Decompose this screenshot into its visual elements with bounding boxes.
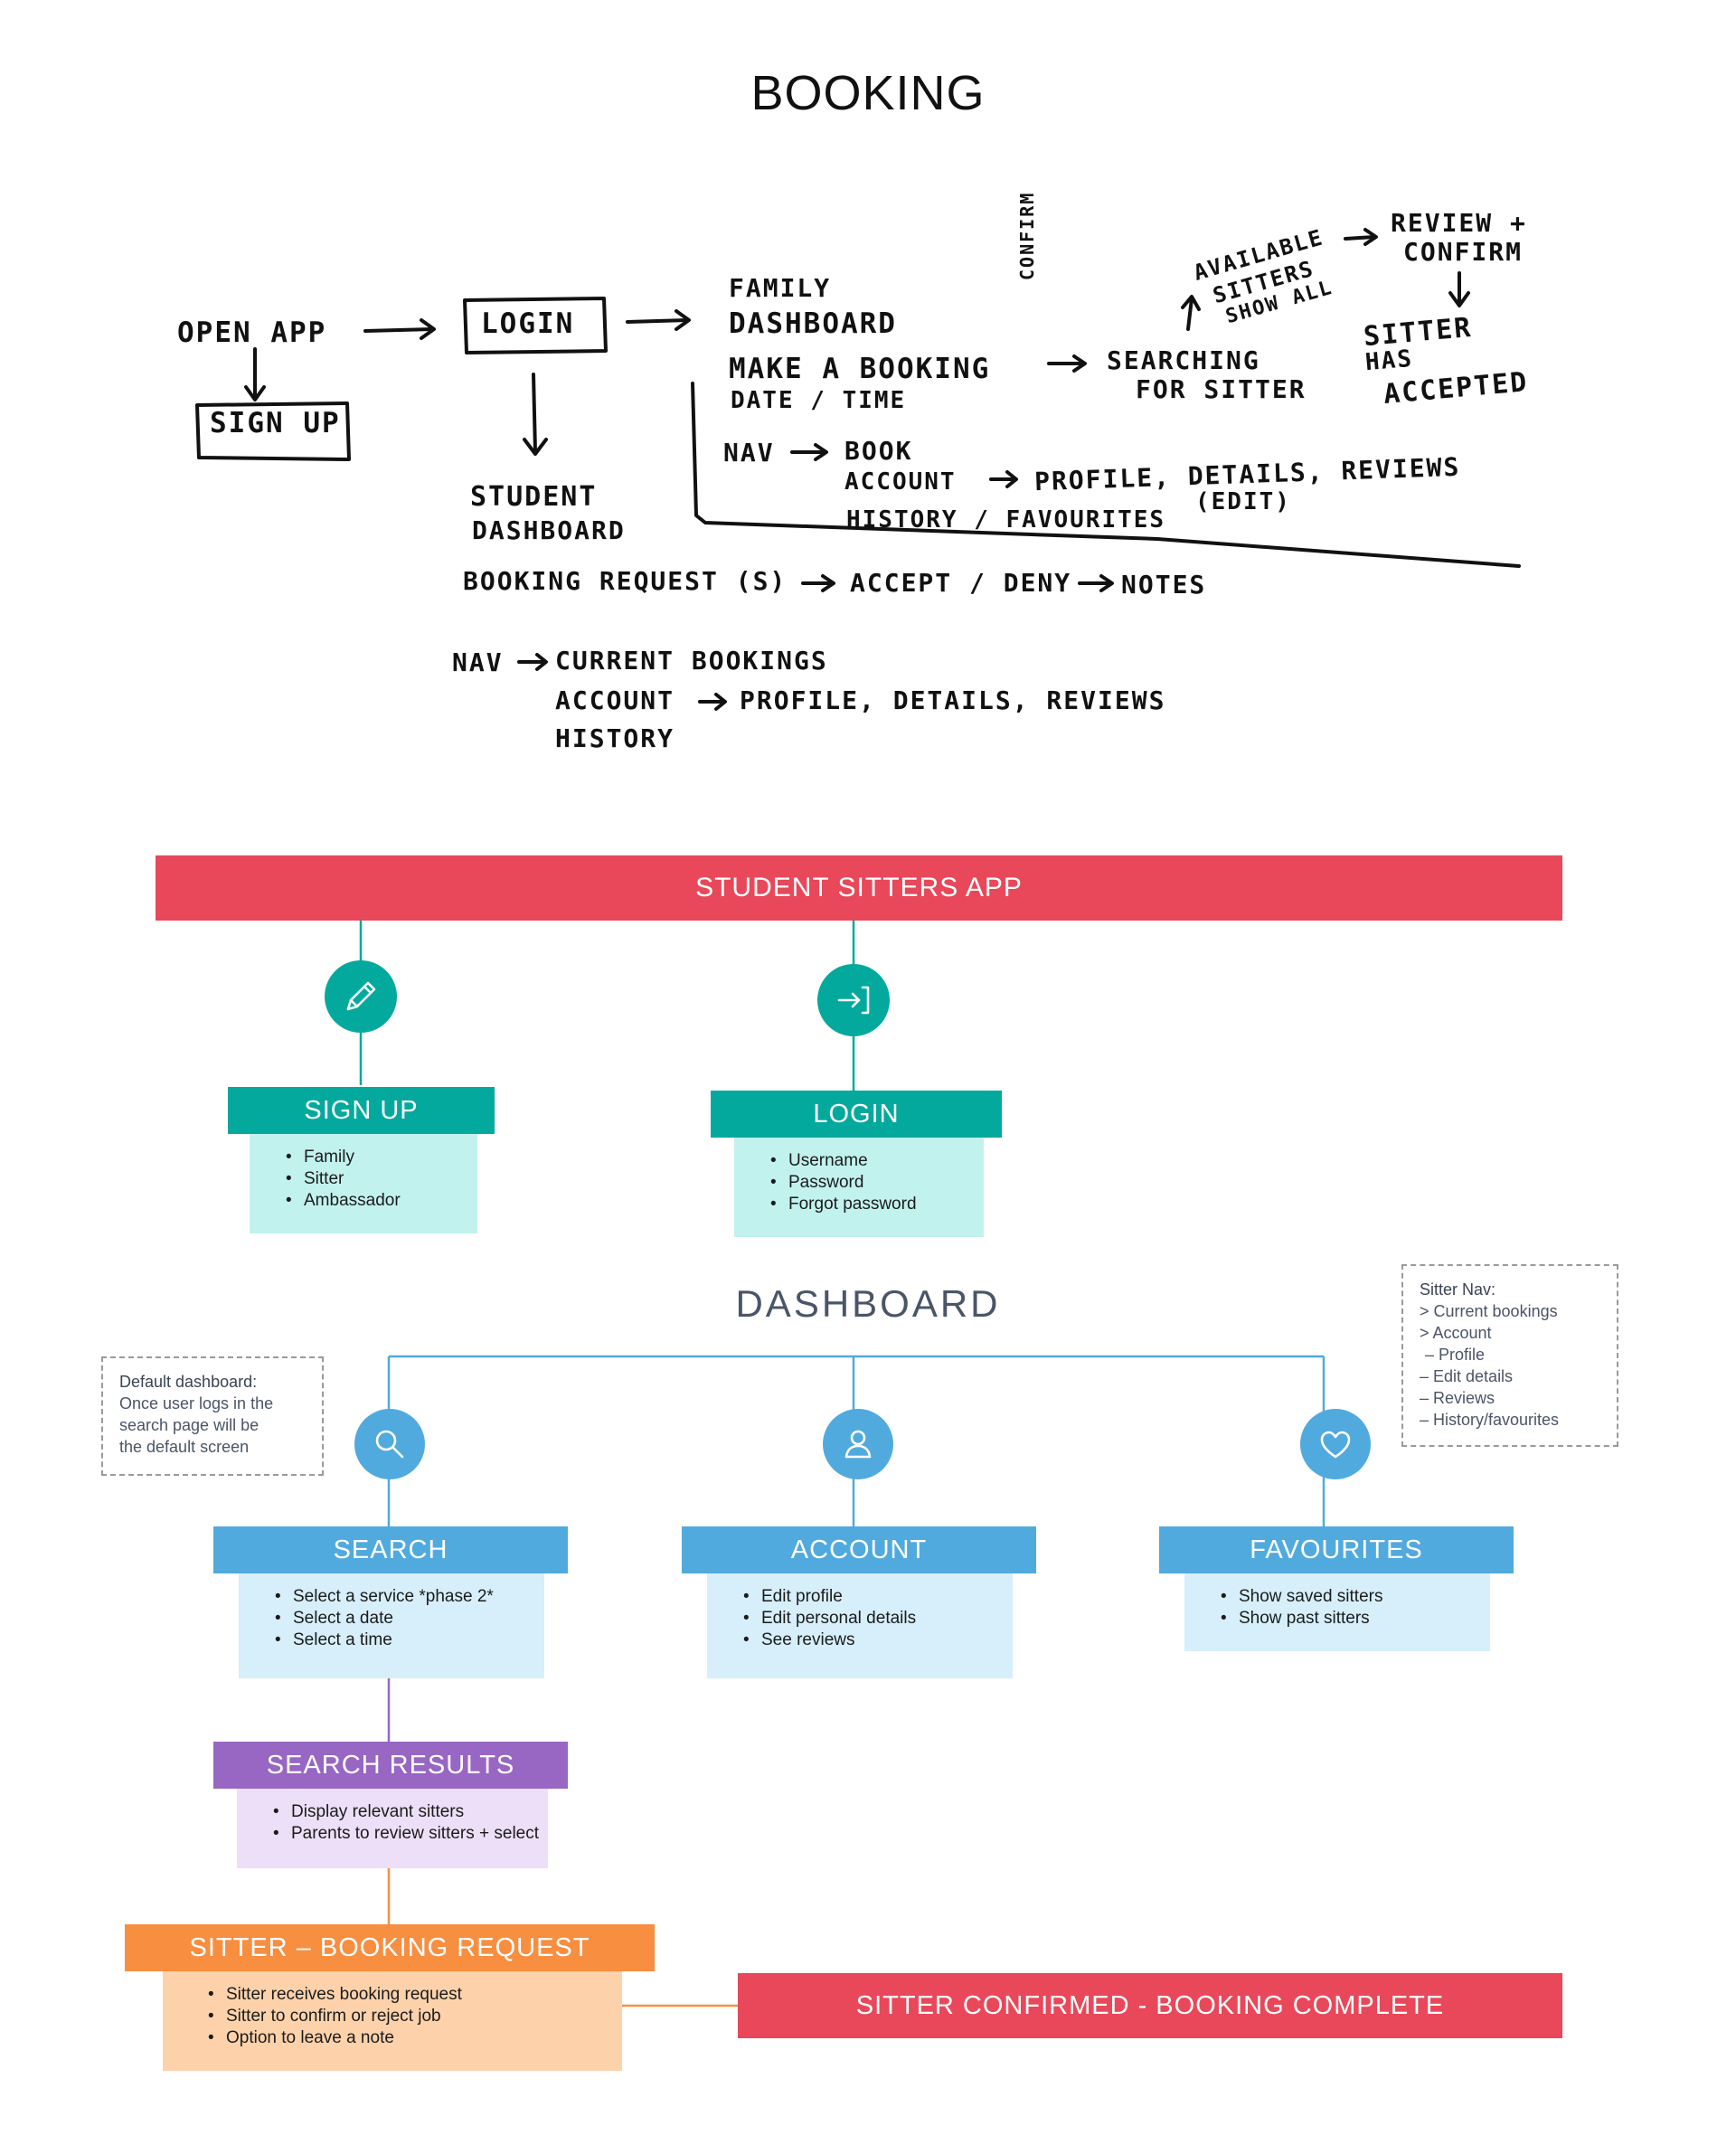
favourites-title: FAVOURITES [1159,1526,1514,1573]
sketch-family-nav: NAV [723,438,775,468]
sketch-login: LOGIN [481,307,575,340]
sketch-accept-deny: ACCEPT / DENY [850,568,1072,598]
note-line: – Edit details [1420,1367,1514,1385]
search-title: SEARCH [213,1526,568,1573]
list-item: Password [770,1172,984,1194]
list-item: Show saved sitters [1221,1586,1490,1608]
page-title: BOOKING [750,66,986,120]
sketch-family-book: BOOK [844,436,913,466]
list-item: Ambassador [286,1190,477,1212]
account-panel: Edit profile Edit personal details See r… [707,1573,1013,1678]
list-item: Edit personal details [743,1608,1013,1630]
sketch-family-dashboard-2: DASHBOARD [729,307,897,340]
sketch-date-time: DATE / TIME [731,387,907,414]
sketch-student-profile: PROFILE, DETAILS, REVIEWS [740,685,1166,715]
sketch-student-nav: NAV [452,647,504,677]
search-results-panel: Display relevant sitters Parents to revi… [237,1789,548,1868]
sketch-student-account: ACCOUNT [555,685,675,715]
list-item: Option to leave a note [208,2027,622,2049]
list-item: Sitter [286,1168,477,1190]
list-item: Username [770,1150,984,1172]
search-results-title: SEARCH RESULTS [213,1742,568,1789]
favourites-panel: Show saved sitters Show past sitters [1184,1573,1490,1651]
pencil-icon [325,960,397,1033]
note-line: Sitter Nav: [1420,1280,1496,1299]
sketch-searching-2: FOR SITTER [1136,374,1307,404]
dashboard-title: DASHBOARD [735,1282,1001,1325]
sketch-student-history: HISTORY [555,723,675,753]
sketch-notes: NOTES [1121,570,1207,600]
list-item: Select a date [275,1608,544,1630]
login-title: LOGIN [711,1091,1002,1138]
sketch-student-2: DASHBOARD [472,515,626,545]
sketch-review-1: REVIEW + [1391,208,1527,238]
sketch-family-dashboard-1: FAMILY [729,273,832,303]
sketch-booking-request: BOOKING REQUEST (S) [463,566,788,596]
list-item: Family [286,1147,477,1168]
sketch-family-history: HISTORY / FAVOURITES [846,506,1166,534]
booking-request-title: SITTER – BOOKING REQUEST [125,1924,655,1971]
list-item: Sitter receives booking request [208,1984,622,2006]
sketch-make-booking: MAKE A BOOKING [729,353,991,385]
sketch-sign-up: SIGN UP [210,407,341,439]
sketch-review-2: CONFIRM [1403,237,1524,267]
signup-title: SIGN UP [228,1087,495,1134]
list-item: See reviews [743,1630,1013,1651]
signup-panel: Family Sitter Ambassador [250,1134,477,1233]
heart-icon [1300,1409,1371,1479]
sitter-nav-note: Sitter Nav: > Current bookings > Account… [1401,1264,1618,1447]
app-header: STUDENT SITTERS APP [156,855,1562,921]
note-line: Once user logs in the [119,1394,274,1412]
note-line: – Profile [1425,1346,1486,1364]
sketch-searching-1: SEARCHING [1107,345,1260,375]
search-icon [354,1409,425,1479]
list-item: Forgot password [770,1194,984,1215]
list-item: Parents to review sitters + select [273,1823,548,1845]
login-panel: Username Password Forgot password [734,1138,984,1237]
sketch-student-current: CURRENT BOOKINGS [555,646,828,675]
account-title: ACCOUNT [682,1526,1036,1573]
sketch-strokes [195,228,1521,711]
sketch-student-1: STUDENT [470,481,598,513]
sketch-family-account: ACCOUNT [844,468,957,496]
sketch-open-app: OPEN APP [177,316,327,349]
list-item: Select a time [275,1630,544,1651]
list-item: Display relevant sitters [273,1801,548,1823]
default-dashboard-note: Default dashboard: Once user logs in the… [101,1356,324,1476]
note-line: search page will be [119,1416,259,1434]
list-item: Edit profile [743,1586,1013,1608]
note-line: – Reviews [1420,1389,1495,1407]
list-item: Sitter to confirm or reject job [208,2006,622,2027]
note-line: > Account [1420,1324,1492,1342]
booking-complete-banner: SITTER CONFIRMED - BOOKING COMPLETE [738,1973,1562,2038]
note-line: > Current bookings [1420,1302,1558,1320]
note-line: – History/favourites [1420,1411,1560,1429]
search-panel: Select a service *phase 2* Select a date… [239,1573,544,1678]
sketch-family-edit: (EDIT) [1195,488,1291,515]
list-item: Show past sitters [1221,1608,1490,1630]
list-item: Select a service *phase 2* [275,1586,544,1608]
booking-request-panel: Sitter receives booking request Sitter t… [163,1971,622,2071]
login-arrow-icon [817,964,890,1036]
note-line: Default dashboard: [119,1373,258,1391]
note-line: the default screen [119,1438,250,1456]
user-icon [823,1409,893,1479]
